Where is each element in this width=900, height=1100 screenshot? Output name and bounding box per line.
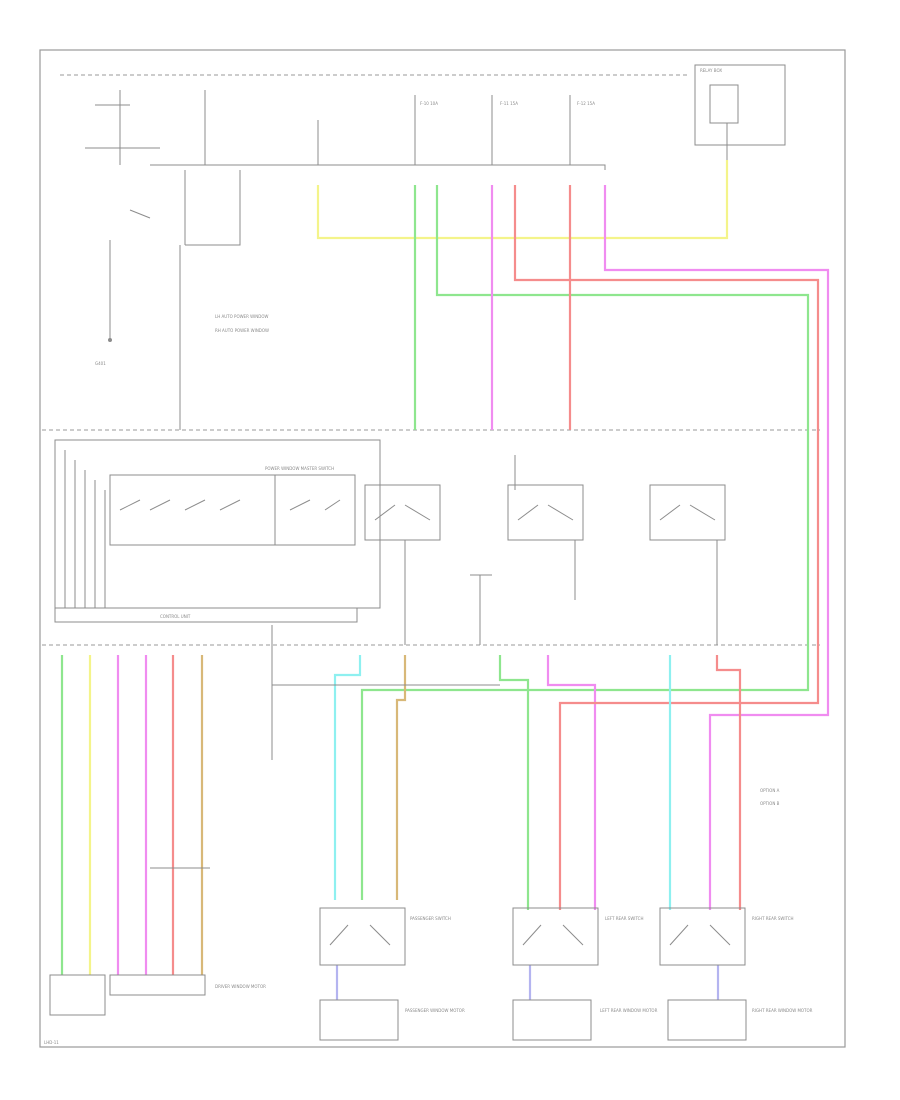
figure-id: LHD-11 xyxy=(44,1040,59,1045)
middle-relays xyxy=(364,455,726,645)
passenger-motor-box xyxy=(319,999,399,1041)
wire-tan-mid xyxy=(395,655,407,900)
label-top-fuse-mid: F-11 15A xyxy=(500,101,518,106)
left-rear-motor-box xyxy=(512,999,592,1041)
wire-green-2 xyxy=(360,185,810,900)
wire-pink-mid xyxy=(546,655,597,910)
wire-yellow-top xyxy=(316,160,729,240)
ignition-switch-assembly xyxy=(85,90,160,219)
label-control-unit: CONTROL UNIT xyxy=(160,614,191,619)
label-pass-motor: PASSENGER WINDOW MOTOR xyxy=(405,1008,465,1013)
right-rear-switch-box xyxy=(659,907,746,966)
label-top-fuse-right: F-12 15A xyxy=(577,101,595,106)
wire-green-mid xyxy=(498,655,530,910)
wire-pink-right xyxy=(603,185,830,910)
wire-red-right xyxy=(715,655,742,910)
label-master-switch: POWER WINDOW MASTER SWITCH xyxy=(265,466,334,471)
diagram-frame xyxy=(39,49,846,1048)
label-right-rear-motor: RIGHT REAR WINDOW MOTOR xyxy=(752,1008,813,1013)
left-rear-switch-box xyxy=(512,907,599,966)
passenger-switch-box xyxy=(319,907,406,966)
label-driver-motor: DRIVER WINDOW MOTOR xyxy=(215,984,266,989)
wire-red-top xyxy=(513,185,820,910)
label-option-1: OPTION A xyxy=(760,788,780,793)
label-left-rear-motor: LEFT REAR WINDOW MOTOR xyxy=(600,1008,658,1013)
label-left-rear-switch: LEFT REAR SWITCH xyxy=(605,916,643,921)
label-legend-2: RH AUTO POWER WINDOW xyxy=(215,328,269,333)
relay-box xyxy=(694,64,786,165)
label-ground: G401 xyxy=(95,361,106,366)
label-legend-1: LH AUTO POWER WINDOW xyxy=(215,314,268,319)
label-top-fuse-left: F-10 10A xyxy=(420,101,438,106)
label-pass-switch: PASSENGER SWITCH xyxy=(410,916,451,921)
center-ground xyxy=(470,574,492,645)
master-switch-block xyxy=(54,439,381,623)
driver-motor-box xyxy=(49,974,206,1016)
label-option-2: OPTION B xyxy=(760,801,780,806)
label-right-rear-switch: RIGHT REAR SWITCH xyxy=(752,916,794,921)
top-fuse-columns xyxy=(108,90,606,430)
right-rear-motor-box xyxy=(667,999,747,1041)
wire-cyan-left xyxy=(333,655,362,900)
label-relay-box: RELAY BOX xyxy=(700,68,722,73)
